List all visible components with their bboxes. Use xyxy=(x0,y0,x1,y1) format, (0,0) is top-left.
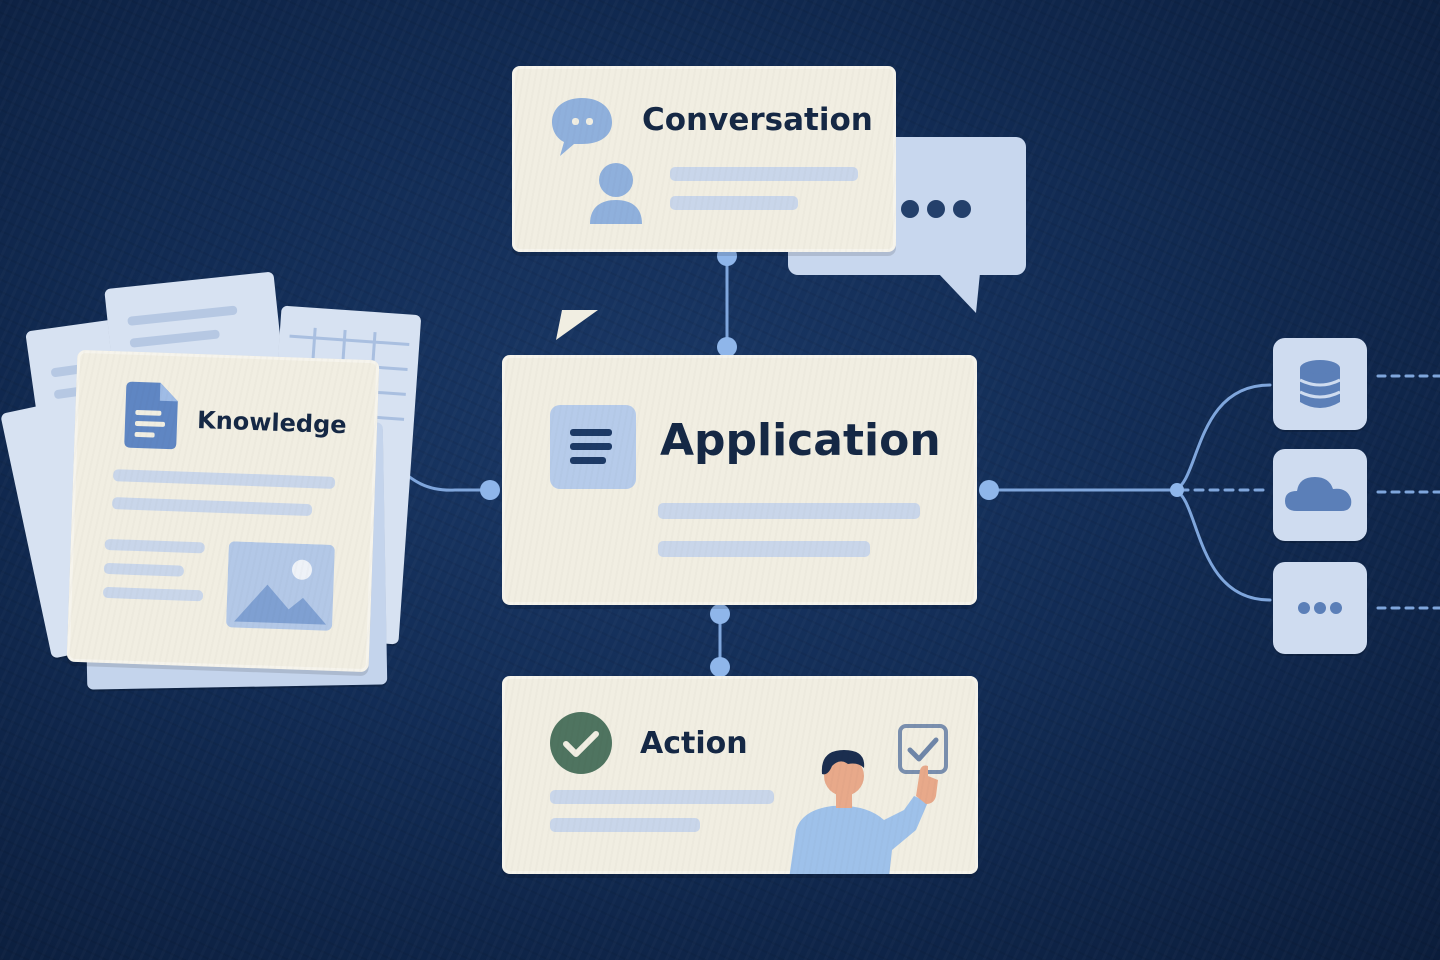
placeholder-line xyxy=(670,167,858,181)
document-icon xyxy=(124,381,178,450)
action-card: Action xyxy=(502,676,978,874)
application-card: Application xyxy=(502,355,977,605)
connector-dot xyxy=(710,604,730,624)
more-tile xyxy=(1273,562,1367,654)
image-placeholder-icon xyxy=(226,541,335,631)
knowledge-label: Knowledge xyxy=(196,406,348,440)
application-label: Application xyxy=(660,415,941,466)
conversation-card: Conversation xyxy=(512,66,896,340)
connector-hub-more xyxy=(1173,488,1272,602)
placeholder-line xyxy=(103,562,185,577)
check-circle-icon xyxy=(550,712,612,774)
ellipsis-dot xyxy=(927,200,945,218)
connector-dot xyxy=(710,657,730,677)
more-dots-icon xyxy=(1298,602,1342,614)
placeholder-line xyxy=(658,503,920,519)
action-label: Action xyxy=(640,726,748,761)
connector-dot xyxy=(480,480,500,500)
placeholder-line xyxy=(102,586,204,602)
placeholder-line xyxy=(550,790,774,804)
placeholder-line xyxy=(550,818,700,832)
placeholder-line xyxy=(112,469,336,489)
placeholder-line xyxy=(658,541,870,557)
cloud-icon xyxy=(1285,477,1352,511)
connector-hub-database xyxy=(1173,383,1272,492)
placeholder-line xyxy=(670,196,798,210)
chat-bubble-icon xyxy=(552,98,612,156)
database-tile xyxy=(1273,338,1367,430)
ellipsis-dot xyxy=(901,200,919,218)
user-avatar-icon xyxy=(590,163,642,224)
knowledge-card: Knowledge xyxy=(66,349,380,673)
conversation-label: Conversation xyxy=(642,102,873,138)
connector-dot xyxy=(979,480,999,500)
speech-tail xyxy=(556,310,598,340)
menu-lines-icon xyxy=(550,405,636,489)
person-pointing-icon xyxy=(789,750,938,874)
connector-dot xyxy=(717,337,737,357)
ellipsis-dot xyxy=(953,200,971,218)
placeholder-line xyxy=(104,538,205,554)
cloud-tile xyxy=(1273,449,1367,541)
placeholder-line xyxy=(111,497,313,517)
connector-dot xyxy=(1170,483,1184,497)
database-icon xyxy=(1299,360,1341,408)
